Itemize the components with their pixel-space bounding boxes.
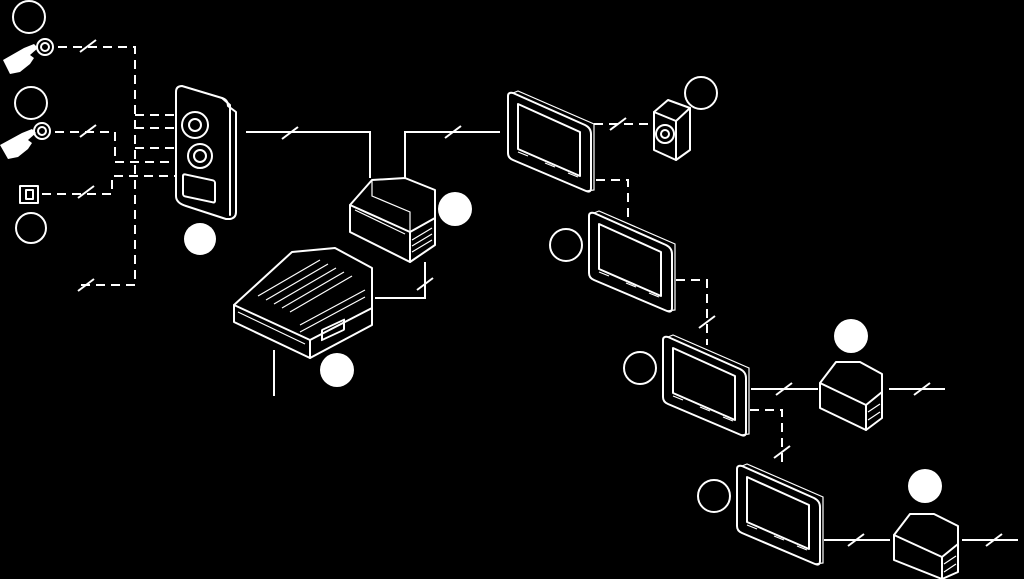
- outdoor-panel-icon: [175, 85, 237, 220]
- marker-9: [697, 479, 731, 513]
- module-b: [893, 513, 959, 579]
- lock-icon: [19, 185, 39, 204]
- monitor-icon: [736, 463, 824, 566]
- monitor-3: [662, 334, 750, 437]
- marker-5: [438, 192, 472, 226]
- marker-2: [14, 86, 48, 120]
- monitor-icon: [507, 90, 595, 193]
- monitor-icon: [662, 334, 750, 437]
- din-rail-module-icon: [819, 361, 883, 431]
- monitor-4: [736, 463, 824, 566]
- monitor-icon: [588, 210, 676, 313]
- wiring-left: [42, 39, 175, 292]
- marker-12: [908, 469, 942, 503]
- power-supply-main: [233, 247, 373, 359]
- camera-icon: [653, 99, 691, 161]
- push-button-1: [3, 38, 54, 74]
- marker-7: [549, 228, 583, 262]
- marker-6: [320, 353, 354, 387]
- marker-3: [15, 212, 47, 244]
- module-a: [819, 361, 883, 431]
- hand-press-button-icon: [0, 122, 51, 159]
- door-station: [175, 85, 237, 220]
- marker-11: [684, 76, 718, 110]
- monitor-2: [588, 210, 676, 313]
- distributor: [349, 177, 436, 263]
- din-rail-module-icon: [349, 177, 436, 263]
- camera: [653, 99, 691, 161]
- marker-4: [184, 223, 216, 255]
- marker-8: [623, 351, 657, 385]
- monitor-1: [507, 90, 595, 193]
- hand-press-button-icon: [3, 38, 54, 74]
- door-lock: [19, 185, 39, 204]
- push-button-2: [0, 122, 51, 159]
- marker-10: [834, 319, 868, 353]
- marker-1: [12, 0, 46, 34]
- din-rail-power-supply-icon: [233, 247, 373, 359]
- din-rail-module-icon: [893, 513, 959, 579]
